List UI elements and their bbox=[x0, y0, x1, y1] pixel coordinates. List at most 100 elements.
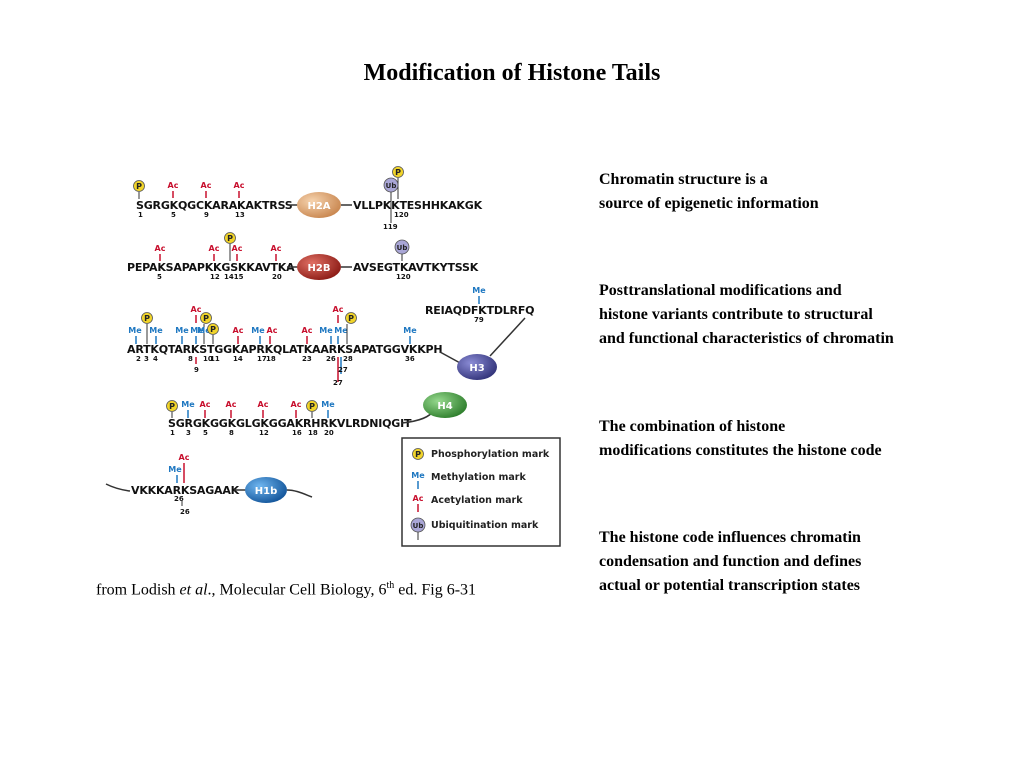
residue-number: 18 bbox=[266, 355, 276, 363]
residue-number: 26 bbox=[174, 495, 184, 503]
p-mark-label: P bbox=[309, 402, 315, 411]
residue-number: 2 bbox=[136, 355, 141, 363]
residue-number: 26 bbox=[326, 355, 336, 363]
h2a-n-tail-sequence: SGRGKQGCKARAKAKTRSS bbox=[136, 199, 293, 212]
p-mark-label: P bbox=[144, 314, 150, 323]
side-text-line: The combination of histone bbox=[599, 418, 786, 435]
h4-core-label: H4 bbox=[437, 401, 452, 412]
residue-number: 9 bbox=[194, 366, 199, 374]
caption-italic: et al bbox=[179, 581, 208, 599]
residue-number: 12 bbox=[210, 273, 220, 281]
h3-n-tail-sequence: ARTKQTARKSTGGKAPRKQLATKAARKSAPATGGVKKPH bbox=[127, 343, 442, 356]
legend-symbol: P bbox=[415, 450, 421, 459]
ac-mark-label: Ac bbox=[302, 326, 313, 335]
phosphorylation-mark-icon bbox=[166, 400, 178, 412]
residue-number: 119 bbox=[383, 223, 398, 231]
h4-core bbox=[423, 392, 467, 418]
residue-number: 12 bbox=[259, 429, 269, 437]
p-mark-label: P bbox=[203, 314, 209, 323]
residue-number: 8 bbox=[188, 355, 193, 363]
residue-number: 28 bbox=[343, 355, 353, 363]
residue-number: 26 bbox=[180, 508, 190, 516]
residue-number: 36 bbox=[405, 355, 415, 363]
h3-row: ARTKQTARKSTGGKAPRKQLATKAARKSAPATGGVKKPH … bbox=[127, 286, 534, 387]
residue-number: 5 bbox=[171, 211, 176, 219]
phosphorylation-mark-icon bbox=[345, 312, 357, 324]
residue-number: 1 bbox=[138, 211, 143, 219]
me-mark-label: Me bbox=[321, 400, 335, 409]
slide-title: Modification of Histone Tails bbox=[363, 60, 661, 86]
ub-mark-label: Ub bbox=[386, 182, 397, 190]
ac-mark-label: Ac bbox=[179, 453, 190, 462]
side-text-line: modifications constitutes the histone co… bbox=[599, 442, 882, 459]
legend-box bbox=[401, 437, 561, 547]
side-text-line: condensation and function and defines bbox=[599, 553, 862, 570]
h1b-row: VKKKARKSAGAAK H1b Ac Me 26 26 bbox=[105, 453, 313, 516]
me-mark-label: Me bbox=[168, 465, 182, 474]
residue-number: 27 bbox=[333, 379, 343, 387]
me-mark-label: Me bbox=[190, 326, 204, 335]
me-mark-label: Me bbox=[128, 326, 142, 335]
ac-mark-label: Ac bbox=[233, 326, 244, 335]
h4-row: SGRGKGGKGLGKGGAKRHRKVLRDNIQGIT H4 P Me A… bbox=[166, 392, 467, 437]
side-text-line: Chromatin structure is a bbox=[599, 171, 768, 188]
caption-superscript: th bbox=[386, 580, 395, 591]
legend: P Phosphorylation mark Me Methylation ma… bbox=[401, 437, 561, 547]
side-text-block-4: The histone code influences chromatin co… bbox=[599, 526, 999, 598]
ac-mark-label: Ac bbox=[258, 400, 269, 409]
p-mark-label: P bbox=[169, 402, 175, 411]
phosphorylation-mark-icon bbox=[200, 312, 212, 324]
h2a-row: SGRGKQGCKARAKAKTRSS H2A VLLPKKTESHHKAKGK… bbox=[133, 166, 483, 231]
residue-number: 27 bbox=[338, 366, 348, 374]
residue-number: 4 bbox=[153, 355, 158, 363]
residue-number: 10 bbox=[203, 355, 213, 363]
p-mark-label: P bbox=[136, 182, 142, 191]
ac-mark-label: Ac bbox=[168, 181, 179, 190]
residue-number: 17 bbox=[257, 355, 267, 363]
histone-tail-diagram: SGRGKQGCKARAKAKTRSS H2A VLLPKKTESHHKAKGK… bbox=[105, 166, 561, 547]
side-text-block-1: Chromatin structure is a source of epige… bbox=[599, 168, 999, 216]
residue-number: 23 bbox=[302, 355, 312, 363]
phosphorylation-legend-icon bbox=[412, 448, 424, 460]
ac-mark-label: Ac bbox=[333, 305, 344, 314]
residue-number: 1 bbox=[170, 429, 175, 437]
phosphorylation-mark-icon bbox=[306, 400, 318, 412]
residue-number: 3 bbox=[186, 429, 191, 437]
h3-core-label: H3 bbox=[469, 363, 484, 374]
phosphorylation-mark-icon bbox=[224, 232, 236, 244]
h2b-core bbox=[297, 254, 341, 280]
side-text-line: Posttranslational modifications and bbox=[599, 282, 842, 299]
acetylation-legend-icon: Ac bbox=[413, 494, 424, 503]
p-mark-label: P bbox=[395, 168, 401, 177]
h2a-core-label: H2A bbox=[307, 201, 330, 212]
legend-label: Phosphorylation mark bbox=[431, 449, 550, 460]
phosphorylation-mark-icon bbox=[392, 166, 404, 178]
residue-number: 13 bbox=[235, 211, 245, 219]
h3-core bbox=[457, 354, 497, 380]
residue-number: 8 bbox=[229, 429, 234, 437]
residue-number: 11 bbox=[210, 355, 220, 363]
h1b-core-label: H1b bbox=[255, 486, 278, 497]
side-text-block-3: The combination of histone modifications… bbox=[599, 415, 999, 463]
side-text-line: The histone code influences chromatin bbox=[599, 529, 861, 546]
legend-label: Ubiquitination mark bbox=[431, 520, 539, 531]
ac-mark-label: Ac bbox=[267, 326, 278, 335]
figure-caption: from Lodish et al., Molecular Cell Biolo… bbox=[96, 580, 476, 599]
h3-c-tail-sequence: REIAQDFKTDLRFQ bbox=[425, 304, 534, 317]
ac-mark-label: Ac bbox=[232, 244, 243, 253]
residue-number: 5 bbox=[157, 273, 162, 281]
me-mark-label: Me bbox=[149, 326, 163, 335]
caption-prefix: from Lodish bbox=[96, 581, 180, 599]
residue-number: 5 bbox=[203, 429, 208, 437]
h2a-core bbox=[297, 192, 341, 218]
residue-number: 1415 bbox=[224, 273, 244, 281]
side-text-line: histone variants contribute to structura… bbox=[599, 306, 873, 323]
ac-mark-label: Ac bbox=[209, 244, 220, 253]
side-text-block-2: Posttranslational modifications and hist… bbox=[599, 279, 999, 351]
me-mark-label: Me bbox=[181, 400, 195, 409]
ac-mark-label: Ac bbox=[200, 400, 211, 409]
caption-suffix: ed. Fig 6-31 bbox=[394, 581, 477, 599]
p-mark-label: P bbox=[348, 314, 354, 323]
caption-middle: ., Molecular Cell Biology, 6 bbox=[207, 581, 387, 599]
ac-mark-label: Ac bbox=[201, 181, 212, 190]
